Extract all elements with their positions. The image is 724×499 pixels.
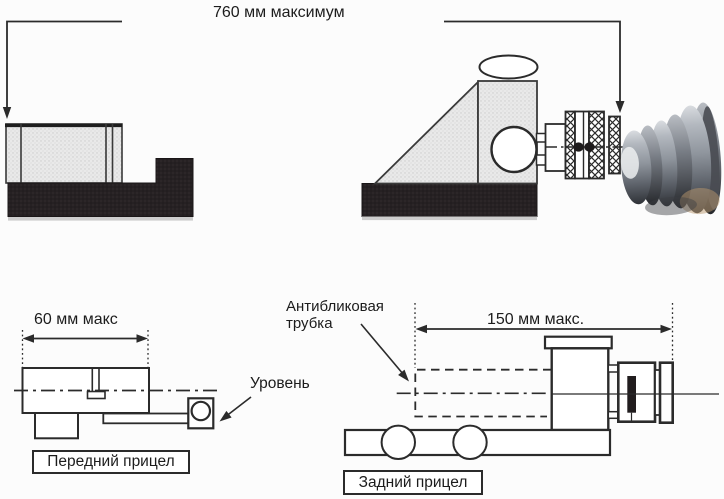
rubber-eyecup-photo	[620, 102, 722, 216]
front-sight-drawing	[14, 330, 252, 440]
rear-sight-body	[550, 347, 610, 432]
connector-tab	[535, 132, 547, 143]
arrowhead-right	[660, 324, 672, 334]
arrowhead-left	[22, 334, 34, 343]
connector-tab	[535, 154, 547, 166]
sight-support-triangle	[372, 79, 479, 185]
arrowhead-left	[415, 324, 427, 334]
rear-sight-caption: Задний прицел	[343, 470, 483, 495]
antiglare-tube-label-line2: трубка	[286, 314, 333, 332]
antiglare-tube-dashed-outline	[414, 368, 552, 418]
antiglare-tube-label: Антибликовая трубка	[286, 298, 384, 332]
dimension-leader-right	[444, 20, 621, 104]
eyecup-tan-shade	[679, 187, 720, 215]
dimension-label-760mm: 760 мм максимум	[213, 4, 345, 21]
antiglare-tube-label-line1: Антибликовая	[286, 298, 384, 315]
rail-roller	[452, 424, 488, 460]
eyecup-highlight	[620, 146, 639, 179]
antiglare-pointer-line	[360, 323, 405, 376]
antiglare-pointer-arrowhead	[398, 369, 409, 382]
overall-length-view-right	[361, 20, 722, 221]
stock-silhouette	[7, 158, 194, 217]
adjuster-knob-block	[616, 361, 657, 424]
sight-element-block	[86, 390, 106, 400]
rail-roller	[380, 424, 416, 460]
level-pointer-line	[226, 396, 252, 417]
arrowhead-right	[136, 334, 148, 343]
level-bubble	[190, 400, 212, 422]
rear-base-silhouette	[361, 183, 538, 217]
centerline-dot	[573, 142, 584, 152]
front-sight-caption: Передний прицел	[32, 450, 190, 474]
level-arm	[102, 412, 190, 425]
knurled-ring	[564, 110, 576, 180]
connector-tab	[607, 364, 620, 373]
dimension-label-150mm: 150 мм макс.	[487, 311, 585, 328]
knurled-ring-rear	[608, 115, 621, 175]
level-pointer-arrowhead	[219, 410, 232, 422]
eyecup-bottom-shade	[645, 196, 697, 216]
eyepiece-ring-top	[478, 54, 539, 80]
overall-length-view-left	[2, 20, 194, 221]
level-label: Уровень	[250, 375, 310, 392]
rear-sight-drawing	[343, 303, 719, 460]
ball-pivot	[490, 125, 538, 174]
arrowhead-down-left	[2, 107, 12, 119]
centerline-dot	[584, 142, 595, 152]
end-plate	[658, 361, 674, 425]
stock-shadow	[8, 217, 193, 221]
rear-base-shadow	[362, 216, 537, 221]
dimension-label-60mm: 60 мм макс	[34, 311, 118, 328]
connector-tab	[607, 410, 620, 420]
arrowhead-down-right	[615, 101, 625, 113]
dimension-leader-left	[6, 20, 122, 110]
front-sight-foot	[34, 412, 79, 440]
fore-end-block	[5, 123, 123, 184]
rear-sight-top-cap	[543, 335, 613, 350]
